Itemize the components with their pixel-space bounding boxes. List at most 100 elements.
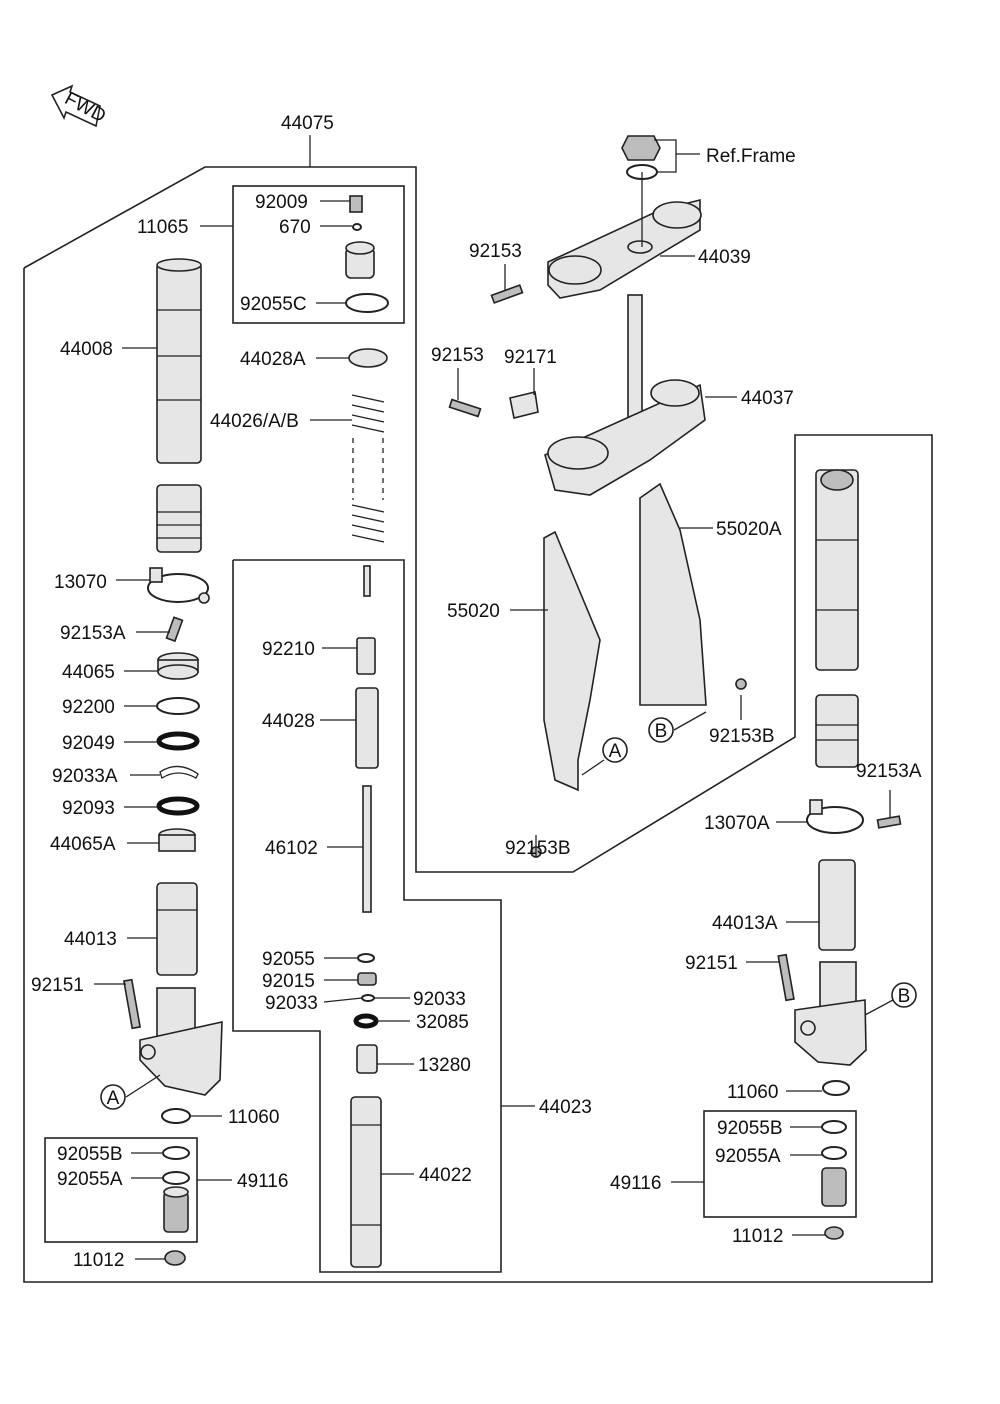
- rod-end-icon: [356, 637, 376, 675]
- callout-92153b-a: 92153B: [709, 726, 775, 747]
- guard-bolt-icon-b: [735, 678, 747, 690]
- piston-rod-icon: [362, 785, 372, 913]
- adjuster-icon: [355, 687, 379, 769]
- o-ring-icon-left: [161, 1108, 191, 1124]
- callout-92093: 92093: [62, 798, 115, 819]
- nut-icon-left: [164, 1250, 186, 1266]
- callout-55020a: 55020A: [716, 519, 782, 540]
- mark-b-right: B: [891, 982, 917, 1008]
- cartridge-box: [232, 559, 502, 1273]
- callout-92055a-right: 92055A: [715, 1146, 781, 1167]
- fwd-arrow-icon: FWD: [50, 84, 109, 128]
- callout-92033a: 92033A: [52, 766, 118, 787]
- circlip-icon: [361, 994, 375, 1002]
- callout-11012-left: 11012: [73, 1250, 124, 1271]
- spring-seat-icon: [348, 348, 388, 368]
- callout-49116-left: 49116: [237, 1171, 288, 1192]
- callout-92171: 92171: [504, 347, 557, 368]
- callout-44037: 44037: [741, 388, 794, 409]
- svg-text:A: A: [107, 1088, 120, 1109]
- callout-11065: 11065: [137, 217, 188, 238]
- outer-tube-icon: [156, 258, 202, 464]
- callout-46102: 46102: [265, 838, 318, 859]
- axle-holder-left-icon: [139, 987, 223, 1096]
- callout-ref-frame: Ref.Frame: [706, 146, 796, 167]
- upper-clamp-icon: [547, 198, 702, 299]
- callout-44013a: 44013A: [712, 913, 778, 934]
- nut-15-icon: [357, 972, 377, 986]
- seal-32085-icon: [353, 1013, 379, 1029]
- callout-92153-mid: 92153: [431, 345, 484, 366]
- o-ring-b-icon-right: [821, 1120, 847, 1134]
- callout-92033-a: 92033: [265, 993, 318, 1014]
- callout-92153b-b: 92153B: [505, 838, 571, 859]
- o-ring-a-icon-right: [821, 1146, 847, 1160]
- leader-lines: [94, 135, 894, 1260]
- callout-44039: 44039: [698, 247, 751, 268]
- cap-bolt-icon: [349, 195, 363, 213]
- fork-clamp-right-icon: [806, 799, 864, 834]
- rod-icon: [363, 565, 371, 597]
- callout-92055: 92055: [262, 949, 315, 970]
- steering-nut-icon: [621, 135, 661, 161]
- inner-tube-top-icon: [156, 484, 202, 553]
- callout-92153a-left: 92153A: [60, 623, 126, 644]
- callout-92015: 92015: [262, 971, 315, 992]
- mark-a-guard: A: [602, 737, 628, 763]
- callout-44075: 44075: [281, 113, 334, 134]
- o-ring-b-icon-left: [162, 1146, 190, 1160]
- callout-44023: 44023: [539, 1097, 592, 1118]
- clamp-bolt-right-icon: [876, 815, 902, 829]
- washer-small-icon: [357, 953, 375, 963]
- main-outline: [23, 166, 933, 1283]
- slide-bush-icon: [158, 828, 196, 852]
- callout-44065: 44065: [62, 662, 115, 683]
- valve-assy-icon-left: [163, 1186, 189, 1233]
- valve-13280-icon: [356, 1044, 378, 1074]
- callout-92055c: 92055C: [240, 294, 307, 315]
- fork-cap-icon: [345, 241, 375, 279]
- callout-32085: 32085: [416, 1012, 469, 1033]
- callout-13070: 13070: [54, 572, 107, 593]
- callout-44028: 44028: [262, 711, 315, 732]
- lower-clamp-bolt-icon: [448, 398, 482, 418]
- mark-a-left: A: [100, 1084, 126, 1110]
- inner-tube-top-right-icon: [815, 694, 859, 768]
- callout-13280: 13280: [418, 1055, 471, 1076]
- bleed-bolt-icon-left: [122, 978, 142, 1030]
- upper-clamp-bolt-icon: [490, 284, 524, 304]
- cap-kit-box: [232, 185, 405, 324]
- callout-92055b-left: 92055B: [57, 1144, 123, 1165]
- o-ring-a-icon-left: [162, 1171, 190, 1185]
- callout-11012-right: 11012: [732, 1226, 783, 1247]
- callout-13070a: 13070A: [704, 813, 770, 834]
- callout-92153-top: 92153: [469, 241, 522, 262]
- fork-guard-left-icon: [543, 530, 601, 792]
- callout-92033-b: 92033: [413, 989, 466, 1010]
- callout-11060-right: 11060: [727, 1082, 778, 1103]
- callout-labels: 44075 11065 92009 670 92055C 44008 44028…: [31, 113, 922, 1271]
- valve-kit-box-right: [703, 1110, 857, 1218]
- washer-icon: [156, 697, 200, 715]
- callout-11060-left: 11060: [228, 1107, 279, 1128]
- cap-o-ring-icon: [345, 293, 389, 313]
- svg-text:B: B: [655, 721, 668, 742]
- callout-44026: 44026/A/B: [210, 411, 299, 432]
- axle-holder-right-icon: [794, 961, 867, 1066]
- fork-clamp-icon: [147, 567, 210, 604]
- guide-bush-icon: [157, 652, 199, 680]
- callout-92210: 92210: [262, 639, 315, 660]
- callout-44028a: 44028A: [240, 349, 306, 370]
- callout-92151-right: 92151: [685, 953, 738, 974]
- callout-44065a: 44065A: [50, 834, 116, 855]
- outer-tube-right-icon: [815, 469, 859, 671]
- callout-670: 670: [279, 217, 311, 238]
- mark-b-guard: B: [648, 717, 674, 743]
- bracket-icon: [509, 391, 539, 419]
- svg-text:B: B: [898, 986, 911, 1007]
- callout-92200: 92200: [62, 697, 115, 718]
- clamp-bolt-icon: [165, 616, 184, 643]
- small-o-ring-icon: [352, 223, 362, 231]
